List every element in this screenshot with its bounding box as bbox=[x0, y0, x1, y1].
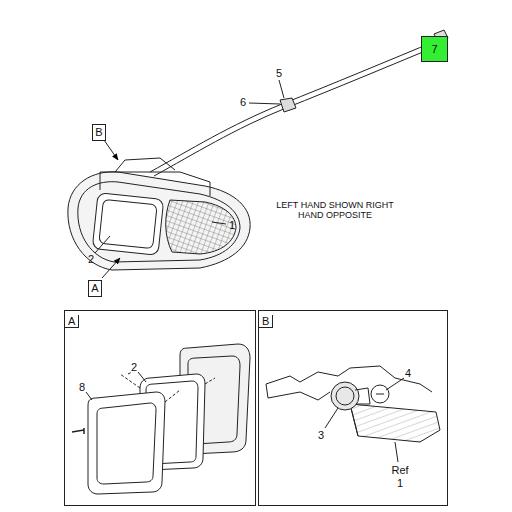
callout-text: B bbox=[95, 126, 102, 138]
bulb bbox=[371, 385, 389, 403]
lamp-bezel bbox=[78, 182, 240, 262]
lamp-lens bbox=[92, 193, 163, 256]
leader-line bbox=[249, 103, 280, 104]
leader-line bbox=[386, 378, 404, 390]
explode-line bbox=[205, 378, 215, 384]
callout-number: 1 bbox=[397, 477, 403, 489]
lamp-lens bbox=[350, 404, 440, 442]
leader-line bbox=[120, 372, 140, 388]
lamp-housing bbox=[68, 172, 250, 270]
callout-number: 3 bbox=[318, 429, 324, 441]
detail-panel: A bbox=[64, 310, 256, 506]
lamp-body bbox=[115, 158, 175, 172]
leader-line bbox=[212, 222, 226, 224]
leader-line bbox=[86, 392, 92, 400]
leader-line bbox=[138, 372, 146, 382]
leader-line bbox=[95, 236, 110, 253]
view-callout-box: B bbox=[92, 124, 106, 141]
callout-text: 7 bbox=[431, 43, 437, 55]
lamp-lens bbox=[99, 199, 157, 248]
note-text: LEFT HAND SHOWN RIGHT HAND OPPOSITE bbox=[276, 201, 394, 221]
mount-bracket bbox=[266, 384, 330, 400]
item-callout-box: 7 bbox=[421, 36, 448, 62]
callout-number: 6 bbox=[240, 96, 246, 108]
leader-line bbox=[325, 408, 338, 428]
callout-number: 4 bbox=[405, 367, 411, 379]
bulb-base bbox=[355, 388, 370, 404]
lamp-body bbox=[100, 172, 210, 196]
callout-number: 2 bbox=[88, 253, 94, 265]
view-callout-box: A bbox=[88, 280, 102, 297]
bezel-ring bbox=[97, 403, 156, 484]
wire bbox=[150, 40, 438, 172]
bulb bbox=[376, 394, 384, 395]
lamp-grille bbox=[166, 200, 236, 254]
bulb-socket bbox=[331, 382, 359, 410]
explode-line bbox=[165, 390, 180, 402]
screw bbox=[72, 428, 84, 434]
leader-line bbox=[279, 80, 284, 98]
callout-number: 2 bbox=[131, 361, 137, 373]
callout-number: 1 bbox=[229, 219, 235, 231]
connector bbox=[280, 98, 296, 112]
callout-number: Ref bbox=[391, 464, 408, 476]
callout-text: A bbox=[91, 282, 98, 294]
detail-panel: B bbox=[258, 310, 448, 506]
bulb-socket bbox=[336, 387, 354, 405]
wire bbox=[154, 44, 442, 176]
view-arrow bbox=[104, 140, 118, 160]
callout-number: 5 bbox=[276, 67, 282, 79]
callout-number: 8 bbox=[79, 381, 85, 393]
panel-letter: A bbox=[65, 315, 79, 328]
bezel-ring bbox=[88, 392, 165, 494]
view-arrow bbox=[102, 258, 120, 278]
leader-line bbox=[395, 442, 398, 462]
panel-letter: B bbox=[259, 315, 273, 328]
